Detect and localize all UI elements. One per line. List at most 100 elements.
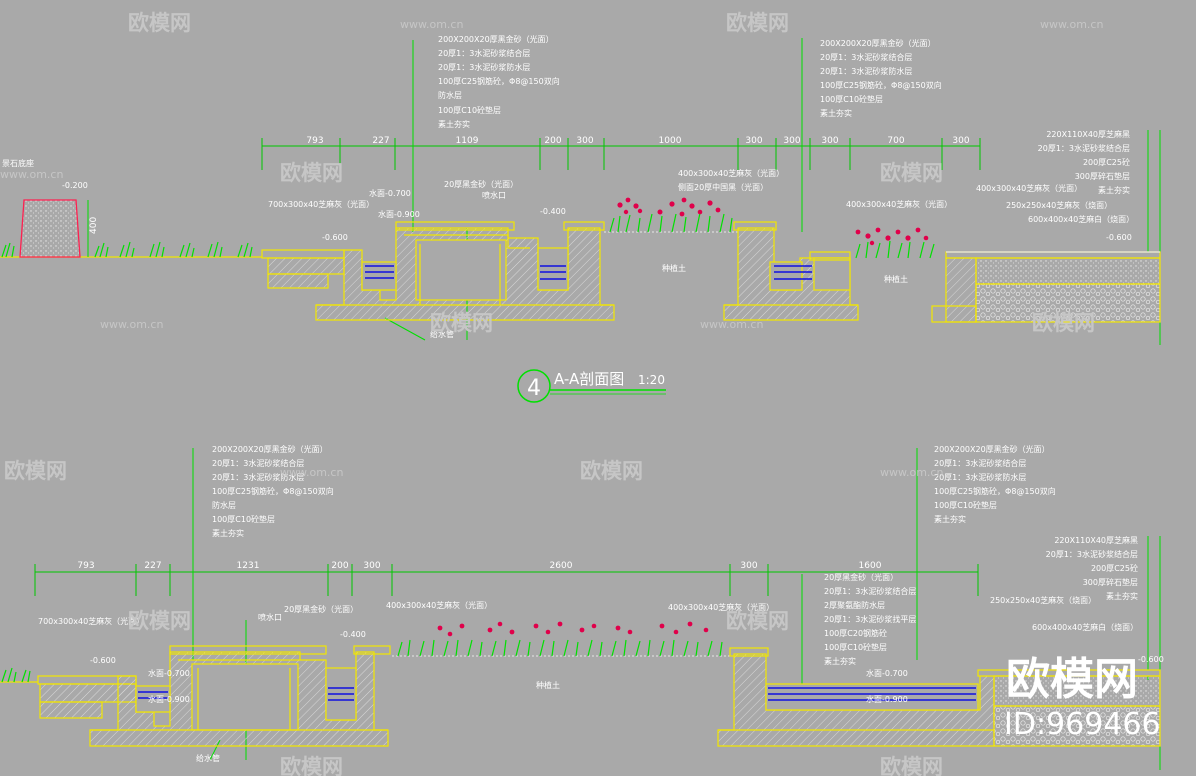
water-b-left [138,687,354,701]
drain-label: 给水管 [430,329,454,339]
pool-structure-b-right [717,647,995,747]
dim-label: 300 [783,136,800,146]
dim-label: 300 [576,136,593,146]
soil-label: 种植土 [884,274,908,284]
watermarks: 欧模网 欧模网 欧模网 欧模网 欧模网 欧模网 欧模网 欧模网 欧模网 欧模网 … [4,11,1095,776]
callout-left-a: 200X200X20厚黑金砂（光面） 20厚1：3水泥砂浆结合层 20厚1：3水… [438,34,560,129]
callout-line: 20厚1：3水泥砂浆防水层 [820,66,912,76]
water-a-right [774,265,812,280]
dim-label: 200 [331,561,348,571]
section-number: 4 [527,376,541,401]
watermark-url: www.om.cn [400,18,463,31]
watermark-text: 欧模网 [430,311,493,335]
callout-line: 20厚1：3水泥砂浆结合层 [820,52,912,62]
watermark-url: www.om.cn [880,466,943,479]
water-label: 水面-0.900 [378,209,420,219]
callout-line: 20厚1：3水泥砂浆防水层 [934,472,1026,482]
dim-label: 227 [144,561,161,571]
watermark-urls: www.om.cn www.om.cn www.om.cn www.om.cn … [0,18,1103,479]
dim-label: 300 [740,561,757,571]
callout-line: 素土夯实 [820,108,852,118]
dim-label: 300 [363,561,380,571]
elevation-label: -0.600 [90,656,116,665]
planter-a-right [855,227,935,259]
elevation-label: -0.600 [1106,233,1132,242]
watermark-text: 欧模网 [726,609,789,633]
elevation-label: -0.600 [322,233,348,242]
callout-line: 20厚1：3水泥砂浆找平层 [824,614,916,624]
planter-label: 400x300x40芝麻灰（光面） [668,602,774,612]
soil-label: 种植土 [662,263,686,273]
water-label: 水面-0.900 [866,694,908,704]
callout-line: 100厚C10砼垫层 [934,500,997,510]
callout-line: 100厚C25钢筋砼，Φ8@150双向 [820,80,942,90]
coping-label: 20厚黑金砂（光面） [444,179,518,189]
section-b: 793 227 1231 200 300 2600 300 1600 200X2… [0,444,1164,770]
watermark-logo: 欧模网 ID:969466 [1004,654,1161,742]
callout-line: 20厚1：3水泥砂浆结合层 [934,458,1026,468]
callout-line: 20厚1：3水泥砂浆结合层 [438,48,530,58]
watermark-url: www.om.cn [280,466,343,479]
paving-label: 700x300x40芝麻灰（光面） [38,616,144,626]
callout-line: 素土夯实 [1098,185,1130,195]
grass-left-a [1,241,253,258]
section-scale: 1:20 [638,373,665,387]
callout-line: 素土夯实 [934,514,966,524]
stone-label: 景石底座 [2,158,34,168]
planter-a [604,197,738,233]
callout-line: 20厚1：3水泥砂浆结合层 [1046,549,1138,559]
callout-line: 20厚黑金砂（光面） [824,572,898,582]
watermark-text: 欧模网 [1032,311,1095,335]
section-a: 793 227 1109 200 300 1000 300 300 300 70… [0,34,1161,403]
paving-label: 250x250x40芝麻灰（烧面） [1006,200,1112,210]
dimension-line-b [34,564,979,596]
callout-line: 100厚C10砼垫层 [212,514,275,524]
dim-label: 1600 [859,561,882,571]
callout-line: 100厚C10砼垫层 [820,94,883,104]
paving-right-b [977,669,1161,747]
dim-label: 700 [887,136,904,146]
watermark-url: www.om.cn [700,318,763,331]
paving-label: 600x400x40芝麻白（烧面） [1028,214,1134,224]
elevation-label: -0.200 [62,181,88,190]
watermark-url: www.om.cn [100,318,163,331]
callout-mid-a: 200X200X20厚黑金砂（光面） 20厚1：3水泥砂浆结合层 20厚1：3水… [820,38,942,118]
drain-label: 给水管 [196,753,220,763]
callout-line: 防水层 [438,90,462,100]
paving-right-a [931,251,1161,323]
paving-label: 400x300x40芝麻灰（光面） [976,183,1082,193]
planter-b [392,621,730,657]
callout-line: 100厚C25钢筋砼，Φ8@150双向 [212,486,334,496]
dim-label: 300 [821,136,838,146]
watermark-text: 欧模网 [280,161,343,185]
planter-label: 400x300x40芝麻灰（光面） [678,168,784,178]
dimension-line-a [261,138,981,170]
callout-right-b: 220X110X40厚芝麻黑 20厚1：3水泥砂浆结合层 200厚C25砼 30… [1046,535,1138,601]
callout-line: 220X110X40厚芝麻黑 [1054,535,1138,545]
callout-line: 100厚C20钢筋砼 [824,628,887,638]
paving-label: 700x300x40芝麻灰（光面） [268,199,374,209]
callout-line: 200厚C25砼 [1083,157,1130,167]
callout-line: 20厚1：3水泥砂浆防水层 [438,62,530,72]
callout-line: 防水层 [212,500,236,510]
callout-right-a: 220X110X40厚芝麻黑 20厚1：3水泥砂浆结合层 200厚C25砼 30… [1038,129,1130,195]
watermark-text: 欧模网 [880,161,943,185]
logo-id: ID:969466 [1004,707,1161,742]
planter-label: 侧面20厚中国黑（光面） [678,182,768,192]
watermark-text: 欧模网 [128,609,191,633]
dim-label: 1109 [456,136,479,146]
callout-line: 200厚C25砼 [1091,563,1138,573]
section-number-circle [517,369,551,403]
callout-line: 素土夯实 [1106,591,1138,601]
callout-line: 20厚1：3水泥砂浆防水层 [212,472,304,482]
callout-line: 素土夯实 [824,656,856,666]
elevation-label: -0.400 [540,207,566,216]
watermark-text: 欧模网 [128,11,191,35]
watermark-url: www.om.cn [0,168,63,181]
dim-label: 793 [306,136,323,146]
callout-line: 200X200X20厚黑金砂（光面） [934,444,1050,454]
ground-left-a [0,199,262,258]
logo-brand: 欧模网 [1006,654,1138,705]
dim-label: 200 [544,136,561,146]
dim-label: 1231 [237,561,260,571]
